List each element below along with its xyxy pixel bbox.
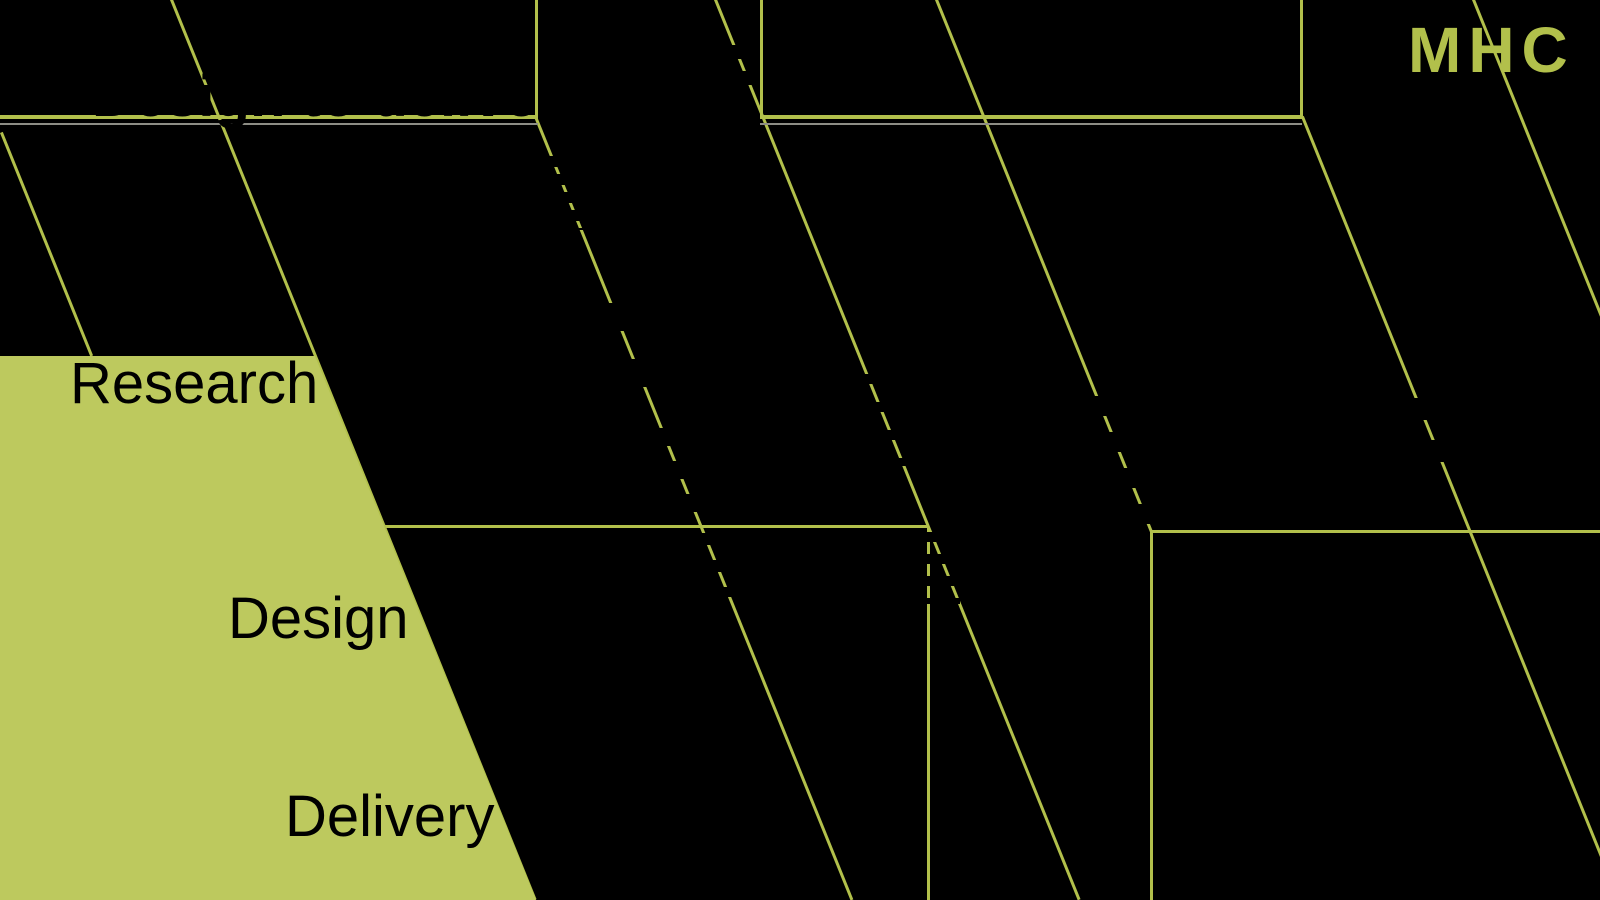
diagonal-line-5 — [1301, 115, 1600, 900]
hidden-text-block-2 — [560, 303, 680, 395]
gray-divider-left — [0, 123, 538, 125]
vertical-edge-5 — [1150, 532, 1153, 900]
diagonal-line-0 — [0, 131, 94, 357]
horizontal-rule-mid-right — [1150, 530, 1600, 533]
vertical-edge-4 — [927, 528, 930, 900]
horizontal-rule-top-left — [0, 115, 538, 119]
hidden-text-block-7 — [1078, 396, 1160, 526]
vertical-edge-2 — [760, 0, 763, 117]
vertical-edge-3 — [1300, 0, 1303, 117]
process-step-delivery: Delivery — [285, 784, 495, 849]
hidden-text-block-5 — [856, 374, 918, 466]
process-step-research: Research — [70, 351, 319, 416]
brand-logo[interactable]: MHC — [1408, 14, 1575, 86]
hidden-text-block-6 — [898, 532, 960, 604]
hidden-text-block-8 — [1398, 398, 1454, 464]
hidden-text-block-3 — [628, 428, 780, 522]
horizontal-rule-top-right — [760, 115, 1303, 119]
horizontal-rule-mid-left — [383, 525, 929, 528]
hidden-text-block-9 — [722, 45, 758, 87]
gray-divider-right — [760, 123, 1302, 125]
section-heading: Design to delivery — [92, 64, 592, 129]
hidden-text-block-1 — [498, 156, 670, 230]
hidden-text-block-4 — [640, 533, 785, 597]
process-step-design: Design — [228, 586, 409, 651]
vertical-edge-1 — [535, 0, 538, 117]
